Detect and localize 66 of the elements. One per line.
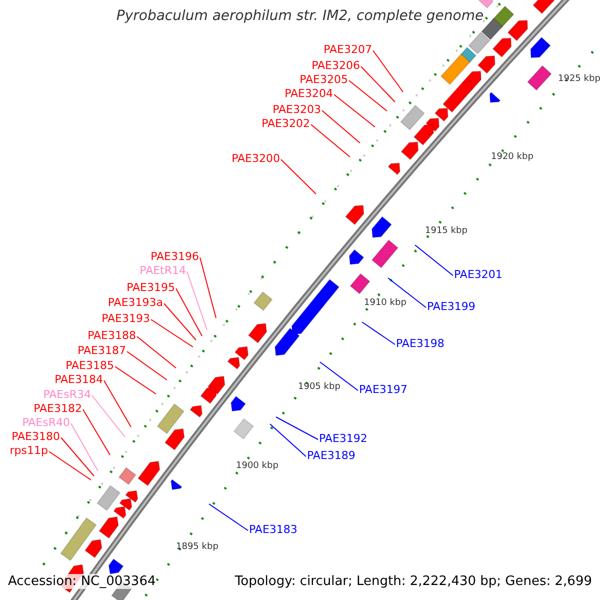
- leader-line: [362, 322, 396, 345]
- leader-line: [92, 395, 126, 438]
- leader-line: [164, 303, 196, 340]
- scale-tick-label: 1915 kbp: [425, 226, 468, 236]
- gene-label: PAE3182: [34, 402, 82, 415]
- scale-tick-label: 1895 kbp: [176, 542, 218, 552]
- gene-label: PAE3206: [312, 59, 360, 72]
- leader-line: [48, 451, 92, 480]
- leader-line: [114, 366, 156, 394]
- leader-line: [70, 423, 98, 472]
- leader-line: [104, 380, 132, 428]
- scale-tick-label: 1905 kbp: [298, 382, 340, 392]
- accession-text: Accession: NC_003364: [8, 574, 156, 589]
- leader-line: [414, 244, 454, 276]
- scale-tick-label: 1910 kbp: [364, 298, 406, 308]
- gene-label: PAEtR14: [140, 264, 186, 277]
- leader-line: [186, 271, 208, 330]
- leader-line: [334, 94, 376, 128]
- scale-tick-label: 1900 kbp: [236, 461, 278, 471]
- leader-line: [200, 257, 216, 318]
- leader-line: [320, 362, 358, 391]
- gene-label: PAE3189: [307, 449, 356, 462]
- leader-line: [176, 288, 202, 336]
- gene-label: PAE3195: [126, 281, 175, 294]
- leader-line: [126, 351, 168, 380]
- leader-line: [60, 437, 94, 476]
- leader-line: [388, 278, 426, 308]
- leader-line: [310, 124, 350, 158]
- gene-label: PAE3192: [319, 432, 368, 445]
- gene-label: PAE3199: [427, 300, 476, 313]
- map-title: Pyrobaculum aerophilum str. IM2, complete genome: [115, 8, 485, 24]
- gene-label: PAE3205: [300, 73, 348, 86]
- gene-label: PAEsR40: [22, 416, 70, 429]
- leader-line: [348, 80, 388, 112]
- gene-label: PAE3203: [272, 103, 321, 116]
- gene-label: PAE3180: [12, 430, 60, 443]
- leader-line: [360, 66, 396, 102]
- gene-label: PAE3202: [262, 117, 310, 130]
- leader-line: [276, 416, 318, 440]
- gene-label: PAE3198: [396, 337, 444, 350]
- gene-label: PAEsR34: [43, 388, 91, 401]
- scale-tick-label: 1925 kbp: [558, 74, 600, 84]
- gene-label: PAE3193a: [108, 296, 163, 309]
- gene-label: PAE3187: [78, 344, 126, 357]
- gene-label: PAE3188: [88, 329, 136, 342]
- leader-line: [136, 336, 176, 368]
- leader-line: [372, 50, 404, 92]
- leader-line: [322, 110, 360, 144]
- gene-label: PAE3197: [359, 383, 408, 396]
- gene-label: PAE3204: [284, 87, 333, 100]
- gene-label: PAE3184: [54, 373, 103, 386]
- gene-label: PAE3207: [324, 43, 372, 56]
- leader-line: [82, 409, 110, 456]
- gene-label: PAE3201: [454, 268, 502, 281]
- gene-label: PAE3196: [150, 250, 199, 263]
- genome-info-text: Topology: circular; Length: 2,222,430 bp; Genes: 2,699: [234, 574, 592, 589]
- gene-label: PAE3193: [102, 312, 150, 325]
- leader-line: [208, 504, 248, 531]
- leader-line: [270, 424, 306, 457]
- scale-tick-label: 1920 kbp: [491, 152, 534, 162]
- leader-line: [150, 319, 194, 348]
- gene-label: PAE3200: [232, 152, 280, 165]
- gene-label: rps11p: [10, 444, 48, 457]
- gene-label: PAE3183: [249, 523, 298, 536]
- gene-label: PAE3185: [66, 359, 114, 372]
- leader-line: [280, 159, 316, 194]
